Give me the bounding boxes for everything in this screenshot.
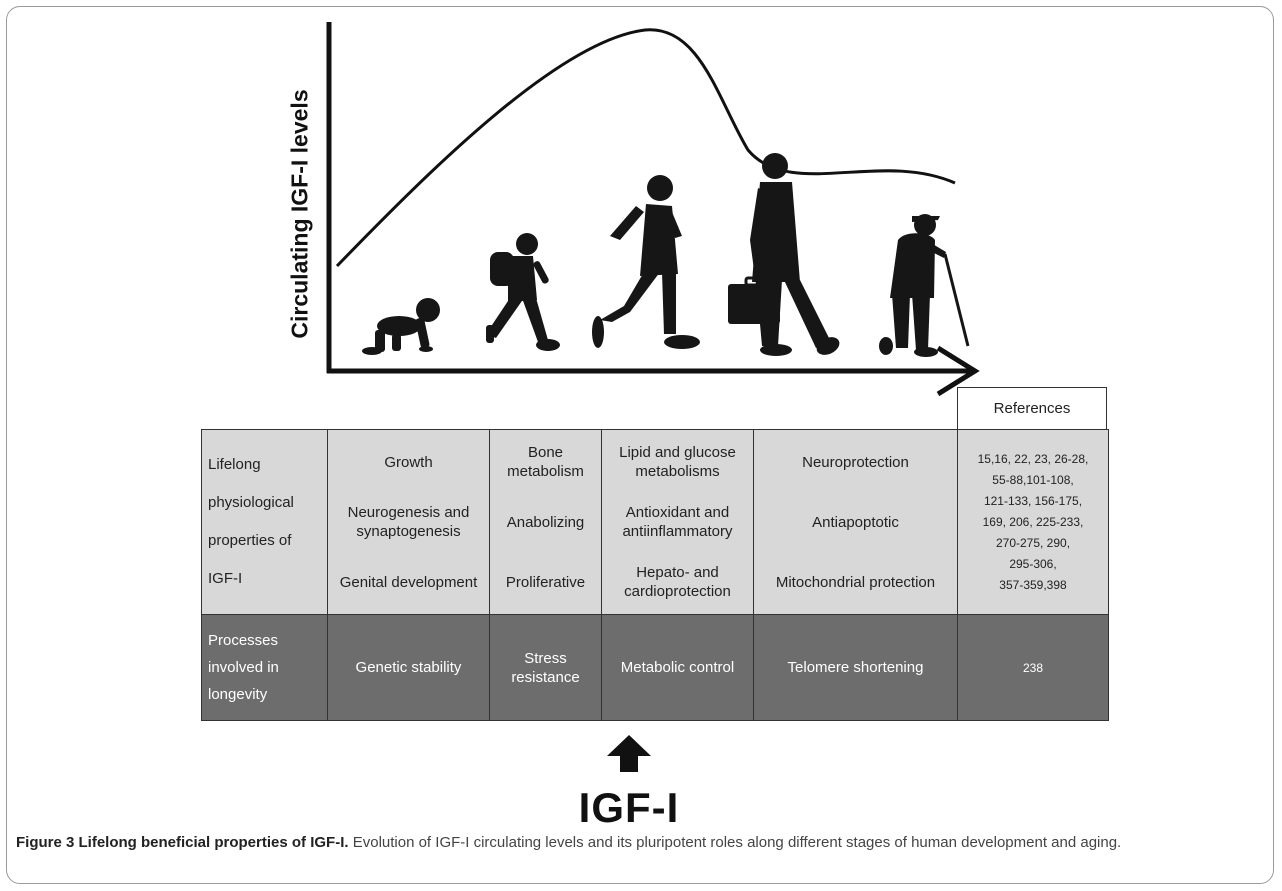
property-item: Proliferative	[505, 573, 586, 591]
property-item: Genital development	[339, 573, 478, 591]
figure-frame	[6, 6, 1274, 884]
property-column-1: Growth Neurogenesis and synaptogenesis G…	[327, 429, 490, 615]
longevity-processes-row: Processes involved in longevity Genetic …	[201, 614, 1109, 721]
row-label-longevity: Processes involved in longevity	[201, 614, 328, 721]
property-item: Antioxidant and antiinflammatory	[622, 504, 733, 540]
property-column-3: Lipid and glucose metabolisms Antioxidan…	[601, 429, 754, 615]
property-column-4: Neuroprotection Antiapoptotic Mitochondr…	[753, 429, 958, 615]
property-item: Mitochondrial protection	[775, 573, 936, 591]
physiological-properties-row: Lifelong physiological properties of IGF…	[201, 429, 1109, 615]
property-item: Bone metabolism	[507, 444, 584, 480]
property-item: Lipid and glucose metabolisms	[619, 444, 736, 480]
child-with-backpack-icon	[486, 233, 560, 351]
caption-title: Figure 3 Lifelong beneficial properties …	[16, 834, 349, 851]
adult-with-briefcase-icon	[728, 153, 840, 356]
properties-table: Lifelong physiological properties of IGF…	[201, 429, 1109, 721]
property-item: Hepato- and cardioprotection	[624, 564, 731, 600]
references-cell-physiological: 15,16, 22, 23, 26-28, 55-88,101-108, 121…	[957, 429, 1109, 615]
property-item: Growth	[384, 453, 433, 471]
property-item: Antiapoptotic	[812, 513, 899, 531]
young-man-walking-icon	[592, 175, 700, 349]
igf-label: IGF-I	[578, 784, 680, 831]
baby-crawling-icon	[362, 298, 440, 355]
row-label-physiological: Lifelong physiological properties of IGF…	[201, 429, 328, 615]
x-axis-arrowhead	[936, 345, 980, 397]
property-item: Anabolizing	[506, 513, 585, 531]
longevity-process: Genetic stability	[327, 614, 490, 721]
igf-level-curve	[335, 28, 956, 268]
longevity-process: Metabolic control	[601, 614, 754, 721]
elderly-with-cane-icon	[879, 214, 970, 357]
property-item: Neuroprotection	[802, 453, 909, 471]
longevity-process: Stress resistance	[489, 614, 602, 721]
longevity-process: Telomere shortening	[753, 614, 958, 721]
figure-caption: Figure 3 Lifelong beneficial properties …	[16, 833, 1256, 853]
property-column-2: Bone metabolism Anabolizing Proliferativ…	[489, 429, 602, 615]
references-header: References	[957, 387, 1107, 429]
references-cell-longevity: 238	[957, 614, 1109, 721]
property-item: Neurogenesis and synaptogenesis	[347, 504, 470, 540]
y-axis-label: Circulating IGF-I levels	[286, 89, 313, 339]
up-arrow-icon	[607, 735, 651, 772]
caption-text: Evolution of IGF-I circulating levels an…	[352, 834, 1122, 851]
